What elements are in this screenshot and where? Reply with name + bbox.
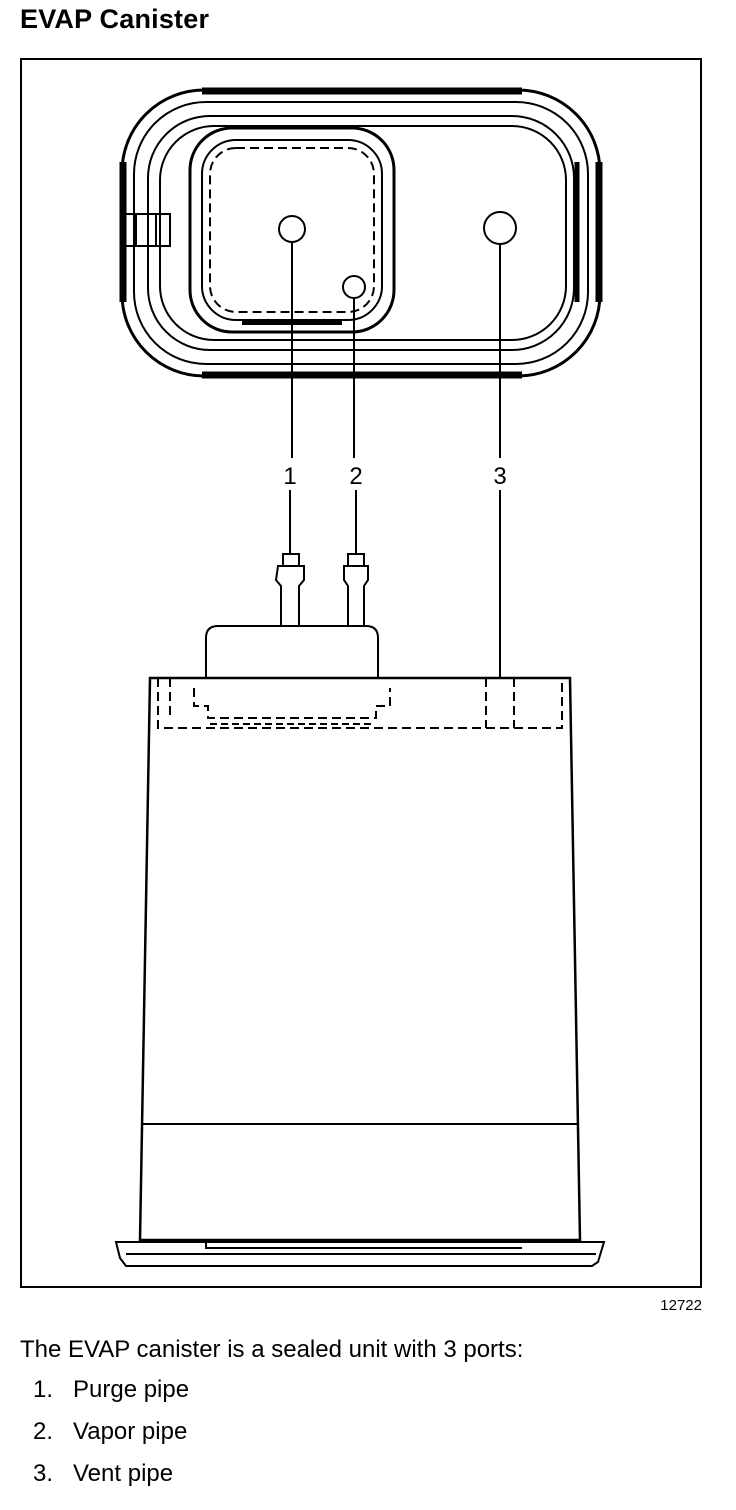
list-item: 3. Vent pipe — [33, 1460, 189, 1502]
figure-id: 12722 — [660, 1297, 702, 1314]
description-text: The EVAP canister is a sealed unit with … — [20, 1336, 524, 1363]
list-item-number: 2. — [33, 1418, 54, 1445]
callout-2: 2 — [349, 463, 362, 490]
callout-1: 1 — [283, 463, 296, 490]
list-item: 1. Purge pipe — [33, 1376, 189, 1418]
canister-body — [114, 676, 606, 1267]
list-item: 2. Vapor pipe — [33, 1418, 189, 1460]
canister-diagram: 1 2 3 — [114, 87, 606, 1267]
purge-pipe-nipple — [274, 553, 305, 627]
vapor-port-opening — [342, 275, 366, 299]
vent-port-opening — [483, 211, 517, 245]
list-item-label: Purge pipe — [73, 1376, 190, 1403]
callout-3: 3 — [493, 463, 506, 490]
list-item-label: Vent pipe — [73, 1460, 174, 1487]
page-title: EVAP Canister — [20, 4, 210, 34]
list-item-number: 3. — [33, 1460, 54, 1487]
port-housing — [205, 625, 379, 678]
canister-top-view — [119, 87, 603, 379]
purge-port-opening — [278, 215, 306, 243]
list-item-label: Vapor pipe — [73, 1418, 188, 1445]
figure-frame: 1 2 3 — [20, 58, 702, 1288]
list-item-number: 1. — [33, 1376, 54, 1403]
vapor-pipe-nipple — [343, 553, 369, 627]
ports-list: 1. Purge pipe 2. Vapor pipe 3. Vent pipe — [33, 1376, 189, 1502]
